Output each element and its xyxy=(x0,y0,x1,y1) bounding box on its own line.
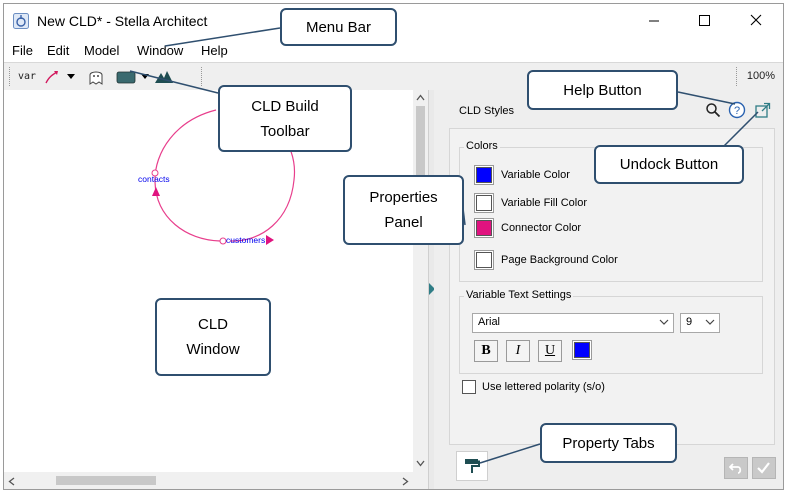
cld-build-icon[interactable] xyxy=(116,70,136,84)
font-size-select[interactable]: 9 xyxy=(680,313,720,333)
chevron-down-icon xyxy=(705,319,715,325)
callout-help-button-text: Help Button xyxy=(563,81,642,99)
help-icon[interactable]: ? xyxy=(728,101,746,119)
callout-cld-build-text-2: Toolbar xyxy=(260,122,310,140)
minimize-icon[interactable] xyxy=(642,10,666,32)
panel-title: CLD Styles xyxy=(459,105,515,117)
expand-panel-icon[interactable] xyxy=(429,283,436,295)
callout-line-help xyxy=(677,91,736,105)
toolbar-separator xyxy=(201,67,203,86)
variable-tool[interactable]: var xyxy=(18,71,37,82)
scroll-thumb[interactable] xyxy=(416,106,425,196)
arrowhead xyxy=(152,187,160,196)
cld-window[interactable]: contacts customers xyxy=(4,90,413,472)
callout-undock-button: Undock Button xyxy=(594,145,744,184)
callout-menu-bar: Menu Bar xyxy=(280,8,397,46)
horizontal-scrollbar[interactable] xyxy=(4,472,428,489)
underline-button[interactable]: U xyxy=(538,340,562,362)
apply-check-icon xyxy=(757,462,770,474)
menu-window[interactable]: Window xyxy=(137,43,184,58)
paint-roller-icon xyxy=(465,459,480,473)
font-select-value: Arial xyxy=(478,316,501,328)
undock-icon[interactable] xyxy=(754,101,772,119)
variable-fill-color-swatch[interactable] xyxy=(474,193,494,213)
colors-group-label: Colors xyxy=(464,140,500,152)
scroll-right-icon[interactable] xyxy=(402,477,409,486)
callout-property-tabs: Property Tabs xyxy=(540,423,677,463)
menu-bar: File Edit Model Window Help xyxy=(4,38,783,62)
callout-cld-window-text-2: Window xyxy=(186,341,240,358)
lettered-polarity-label: Use lettered polarity (s/o) xyxy=(482,381,605,393)
undo-button[interactable] xyxy=(724,457,748,479)
italic-button[interactable]: I xyxy=(506,340,530,362)
variable-contacts[interactable]: contacts xyxy=(138,174,170,184)
toolbar-separator xyxy=(736,67,738,86)
callout-menu-bar-text: Menu Bar xyxy=(305,18,372,36)
callout-properties-text-1: Properties xyxy=(369,189,438,206)
callout-line-property-tabs xyxy=(479,443,541,464)
font-select[interactable]: Arial xyxy=(472,313,674,333)
svg-text:?: ? xyxy=(734,105,740,117)
connector-icon[interactable] xyxy=(44,69,60,85)
page-background-color-swatch[interactable] xyxy=(474,250,494,270)
callout-property-tabs-text: Property Tabs xyxy=(562,434,655,452)
property-tab-style[interactable] xyxy=(456,451,488,481)
callout-line-undock xyxy=(719,111,759,151)
callout-cld-build-toolbar: CLD Build Toolbar xyxy=(218,85,352,152)
page-background-color-label: Page Background Color xyxy=(501,254,618,266)
callout-cld-window: CLD Window xyxy=(155,298,271,376)
text-color-swatch[interactable] xyxy=(572,340,592,360)
variable-text-settings-label: Variable Text Settings xyxy=(464,289,574,301)
callout-cld-build-text-1: CLD Build xyxy=(251,97,319,115)
zoom-level[interactable]: 100% xyxy=(746,70,775,82)
variable-fill-color-label: Variable Fill Color xyxy=(501,197,587,209)
scroll-up-icon[interactable] xyxy=(416,94,425,101)
menu-help[interactable]: Help xyxy=(201,43,228,58)
apply-button[interactable] xyxy=(752,457,776,479)
loop-connector xyxy=(154,109,221,242)
lettered-polarity-checkbox[interactable] xyxy=(462,380,476,394)
callout-properties-text-2: Panel xyxy=(384,214,423,231)
menu-edit[interactable]: Edit xyxy=(47,43,70,58)
callout-cld-window-text-1: CLD xyxy=(197,316,228,333)
menu-model[interactable]: Model xyxy=(84,43,120,58)
connector-color-swatch[interactable] xyxy=(474,218,494,238)
ghost-icon[interactable] xyxy=(88,68,104,86)
undo-icon xyxy=(729,463,742,474)
scroll-thumb[interactable] xyxy=(56,476,156,485)
variable-color-label: Variable Color xyxy=(501,169,570,181)
callout-line-cld-build xyxy=(129,70,219,94)
chevron-down-icon xyxy=(659,319,669,325)
close-icon[interactable] xyxy=(744,10,768,32)
menu-file[interactable]: File xyxy=(12,43,33,58)
bold-button[interactable]: B xyxy=(474,340,498,362)
scroll-down-icon[interactable] xyxy=(416,460,425,467)
text-format-buttons: B I U xyxy=(474,340,624,362)
font-size-value: 9 xyxy=(686,316,693,328)
dropdown-arrow-icon[interactable] xyxy=(66,73,76,81)
maximize-icon[interactable] xyxy=(692,10,716,32)
variable-customers[interactable]: customers xyxy=(226,235,266,245)
variable-color-swatch[interactable] xyxy=(474,165,494,185)
stella-app-icon xyxy=(13,13,29,29)
toolbar-grip xyxy=(9,67,11,86)
callout-help-button: Help Button xyxy=(527,70,678,110)
connector-color-label: Connector Color xyxy=(501,222,582,234)
scroll-left-icon[interactable] xyxy=(8,477,15,486)
search-icon[interactable] xyxy=(705,102,721,118)
arrowhead xyxy=(266,235,274,245)
callout-properties-panel: Properties Panel xyxy=(343,175,464,245)
callout-undock-button-text: Undock Button xyxy=(619,156,719,173)
callout-line-menu-bar xyxy=(164,27,281,47)
window-title: New CLD* - Stella Architect xyxy=(37,13,208,29)
